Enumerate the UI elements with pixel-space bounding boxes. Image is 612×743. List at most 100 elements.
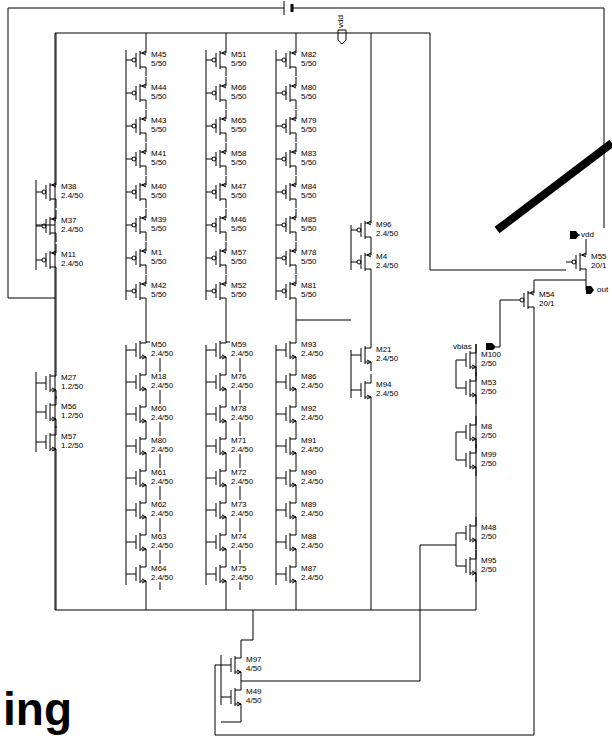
transistor-body <box>276 526 296 558</box>
transistor-size: 5/50 <box>300 125 318 134</box>
transistor-name: M59 <box>230 340 248 349</box>
transistor-body <box>126 44 146 76</box>
transistor-body <box>276 366 296 398</box>
arrow-mark <box>292 51 296 55</box>
transistor-size: 2.4/50 <box>230 573 254 582</box>
transistor-size: 2.4/50 <box>150 509 174 518</box>
transistor-name: M44 <box>150 83 168 92</box>
wire <box>36 180 55 452</box>
wire <box>56 33 57 610</box>
arrow-mark <box>142 515 146 519</box>
arrow-mark <box>292 419 296 423</box>
transistor-symbol <box>126 526 146 558</box>
transistor-size: 5/50 <box>300 92 318 101</box>
transistor-size: 2.4/50 <box>300 541 324 550</box>
transistor-symbol <box>126 334 146 366</box>
transistor-symbol <box>36 367 56 399</box>
arrow-mark <box>367 221 371 225</box>
transistor-symbol <box>126 462 146 494</box>
transistor-symbol <box>351 374 371 406</box>
arrow-mark <box>367 360 371 364</box>
transistor-body <box>206 209 226 241</box>
pin-symbol <box>338 30 346 44</box>
pin-symbol <box>586 286 594 294</box>
transistor-symbol <box>206 143 226 175</box>
transistor-symbol <box>206 558 226 590</box>
transistor-name: M4 <box>375 252 388 261</box>
transistor-size: 2/50 <box>480 431 498 440</box>
arrow-mark <box>52 217 56 221</box>
transistor-body <box>514 284 534 316</box>
transistor-size: 5/50 <box>150 224 168 233</box>
transistor-body <box>276 558 296 590</box>
transistor-name: M66 <box>230 83 248 92</box>
arrow-mark <box>52 447 56 451</box>
transistor-symbol <box>456 444 476 476</box>
gate-bubble <box>42 258 46 262</box>
arrow-mark <box>292 451 296 455</box>
transistor-name: M86 <box>300 372 318 381</box>
transistor-name: M99 <box>480 450 498 459</box>
transistor-size: 2.4/50 <box>375 229 399 238</box>
arrow-mark <box>222 419 226 423</box>
arrow-mark <box>222 483 226 487</box>
transistor-symbol <box>126 558 146 590</box>
transistor-size: 2.4/50 <box>300 413 324 422</box>
pin-name: vdd <box>580 230 595 239</box>
transistor-size: 2.4/50 <box>230 413 254 422</box>
transistor-body <box>126 430 146 462</box>
arrow-mark <box>142 483 146 487</box>
transistor-size: 5/50 <box>150 125 168 134</box>
transistor-name: M95 <box>480 556 498 565</box>
gate-bubble <box>212 124 216 128</box>
gate-bubble <box>282 91 286 95</box>
gate-bubble <box>212 256 216 260</box>
transistor-name: M11 <box>60 250 77 259</box>
arrow-mark <box>142 249 146 253</box>
wire <box>55 33 430 34</box>
transistor-body <box>206 143 226 175</box>
transistor-name: M75 <box>230 564 248 573</box>
transistor-size: 2.4/50 <box>150 413 174 422</box>
transistor-size: 2.4/50 <box>375 389 399 398</box>
transistor-name: M52 <box>230 281 248 290</box>
transistor-name: M54 <box>538 290 556 299</box>
transistor-name: M64 <box>150 564 168 573</box>
transistor-size: 5/50 <box>150 191 168 200</box>
transistor-symbol <box>36 396 56 428</box>
transistor-body <box>126 558 146 590</box>
arrow-mark <box>292 547 296 551</box>
transistor-symbol <box>276 334 296 366</box>
heading-fragment: ing <box>2 684 73 734</box>
transistor-symbol <box>126 110 146 142</box>
arrow-mark <box>142 84 146 88</box>
transistor-name: M97 <box>245 655 263 664</box>
transistors <box>36 44 586 713</box>
transistor-body <box>276 334 296 366</box>
transistor-name: M39 <box>150 215 168 224</box>
wire <box>496 300 514 347</box>
transistor-name: M72 <box>230 468 248 477</box>
transistor-symbol <box>566 246 586 278</box>
transistor-name: M100 <box>480 350 502 359</box>
arrow-mark <box>222 216 226 220</box>
transistor-size: 5/50 <box>150 92 168 101</box>
gate-bubble <box>282 124 286 128</box>
transistor-symbol <box>456 517 476 549</box>
arrow-mark <box>292 483 296 487</box>
wire <box>55 33 476 610</box>
transistor-body <box>351 246 371 278</box>
transistor-name: M38 <box>60 182 78 191</box>
transistor-name: M56 <box>60 402 78 411</box>
transistor-body <box>456 517 476 549</box>
gate-bubble <box>282 190 286 194</box>
transistor-body <box>126 77 146 109</box>
arrow-mark <box>142 579 146 583</box>
wires <box>8 1 604 735</box>
transistor-name: M84 <box>300 182 318 191</box>
transistor-name: M40 <box>150 182 168 191</box>
transistor-body <box>126 176 146 208</box>
transistor-body <box>206 334 226 366</box>
transistor-symbol <box>456 416 476 448</box>
